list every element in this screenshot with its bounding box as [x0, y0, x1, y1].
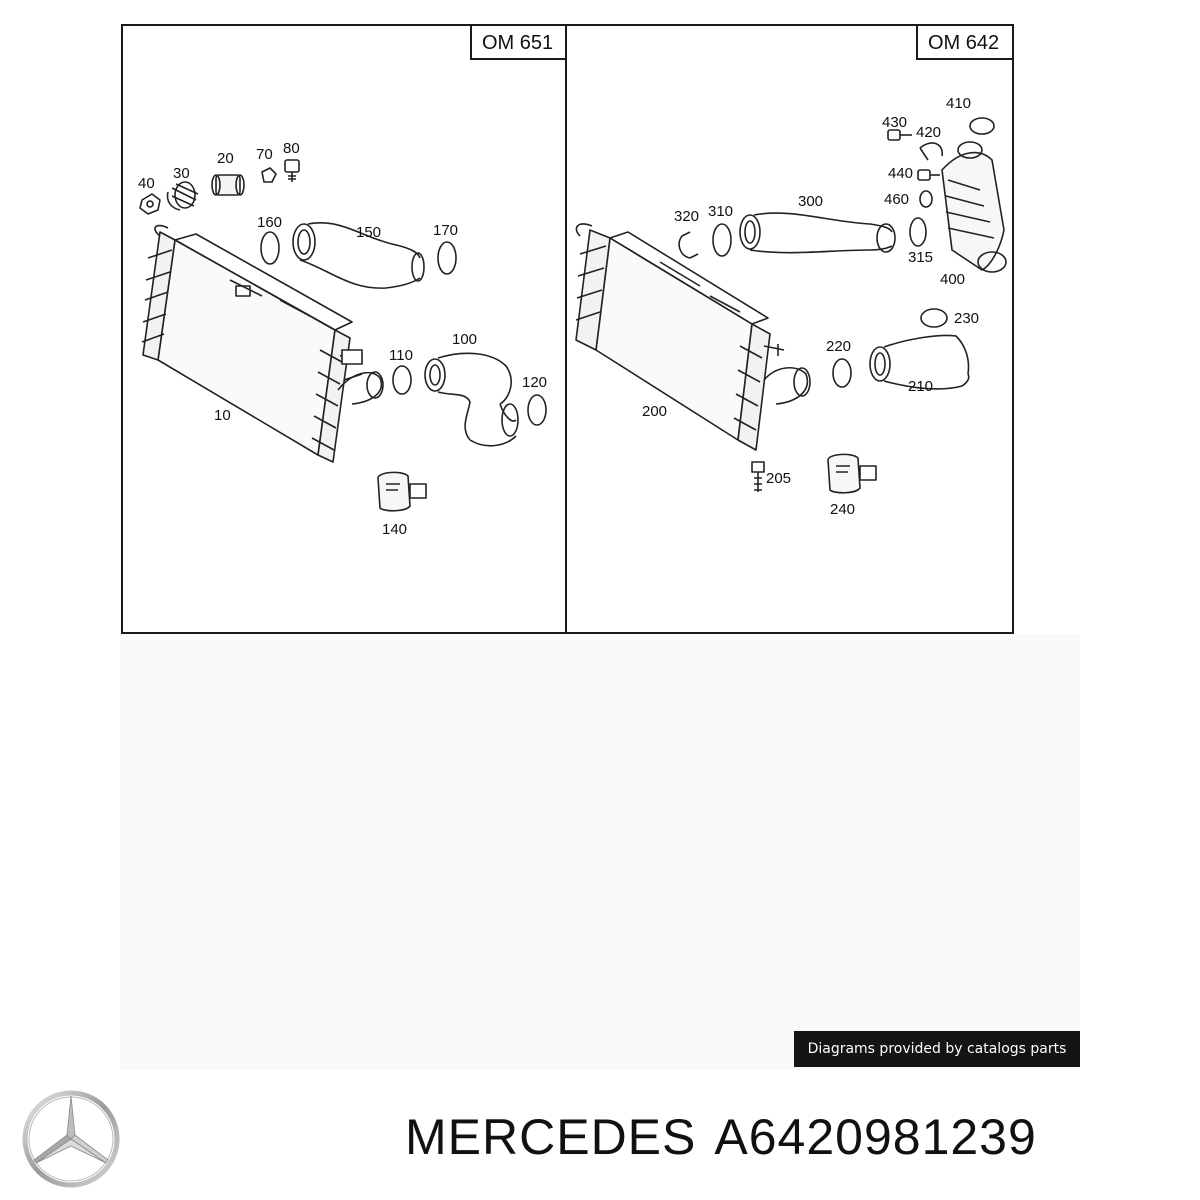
bush-20	[211, 174, 245, 196]
diagram-credit-badge: Diagrams provided by catalogs parts	[794, 1031, 1080, 1067]
bolt-430	[887, 129, 912, 141]
nut-40	[139, 193, 161, 215]
sheet-background	[120, 634, 1080, 1070]
callout-100: 100	[452, 331, 478, 348]
part-number: A6420981239	[714, 1109, 1037, 1165]
clip-420	[919, 142, 943, 161]
clip-320	[678, 231, 699, 259]
charge-pipe-400	[941, 141, 1007, 273]
charge-hose-300	[739, 212, 896, 254]
callout-150: 150	[356, 224, 382, 241]
bolt-440	[917, 169, 940, 181]
damper-30	[166, 181, 199, 211]
panel-label-om642: OM 642	[916, 26, 1012, 60]
intercooler-om642	[575, 223, 811, 451]
callout-10: 10	[214, 407, 231, 424]
callout-160: 160	[257, 214, 283, 231]
seal-ring-310	[712, 223, 732, 257]
washer-70	[261, 167, 277, 183]
callout-400: 400	[940, 271, 966, 288]
seal-ring-460	[919, 190, 933, 208]
callout-40: 40	[138, 175, 155, 192]
callout-210: 210	[908, 378, 934, 395]
seal-ring-410	[969, 117, 995, 135]
seal-ring-160	[260, 231, 280, 265]
callout-310: 310	[708, 203, 734, 220]
seal-ring-230	[920, 308, 948, 328]
callout-430: 430	[882, 114, 908, 131]
charge-hose-100	[424, 352, 519, 447]
callout-30: 30	[173, 165, 190, 182]
callout-110: 110	[389, 347, 413, 364]
callout-230: 230	[954, 310, 980, 327]
callout-410: 410	[946, 95, 972, 112]
callout-315: 315	[908, 249, 934, 266]
product-title: MERCEDES A6420981239	[405, 1108, 1055, 1166]
callout-300: 300	[798, 193, 824, 210]
callout-420: 420	[916, 124, 942, 141]
callout-200: 200	[642, 403, 668, 420]
brand-name: MERCEDES	[405, 1109, 697, 1165]
panel-label-om651: OM 651	[470, 26, 565, 60]
callout-120: 120	[522, 374, 548, 391]
charge-hose-150	[292, 222, 425, 289]
sensor-140	[377, 471, 427, 512]
seal-ring-120	[527, 394, 547, 426]
mercedes-star-icon	[22, 1090, 120, 1188]
panel-divider	[565, 25, 567, 633]
sensor-240	[827, 453, 877, 494]
callout-205: 205	[766, 470, 792, 487]
callout-320: 320	[674, 208, 700, 225]
callout-440: 440	[888, 165, 914, 182]
seal-ring-110	[392, 365, 412, 395]
charge-hose-210	[869, 334, 970, 390]
intercooler-om651	[141, 224, 384, 463]
bolt-80	[284, 159, 300, 182]
callout-240: 240	[830, 501, 856, 518]
callout-80: 80	[283, 140, 300, 157]
callout-70: 70	[256, 146, 273, 163]
bolt-205	[751, 461, 765, 492]
seal-ring-315	[909, 217, 927, 247]
callout-220: 220	[826, 338, 852, 355]
seal-ring-170	[437, 241, 457, 275]
seal-ring-220	[832, 358, 852, 388]
callout-20: 20	[217, 150, 234, 167]
callout-140: 140	[382, 521, 408, 538]
callout-170: 170	[433, 222, 459, 239]
callout-460: 460	[884, 191, 910, 208]
